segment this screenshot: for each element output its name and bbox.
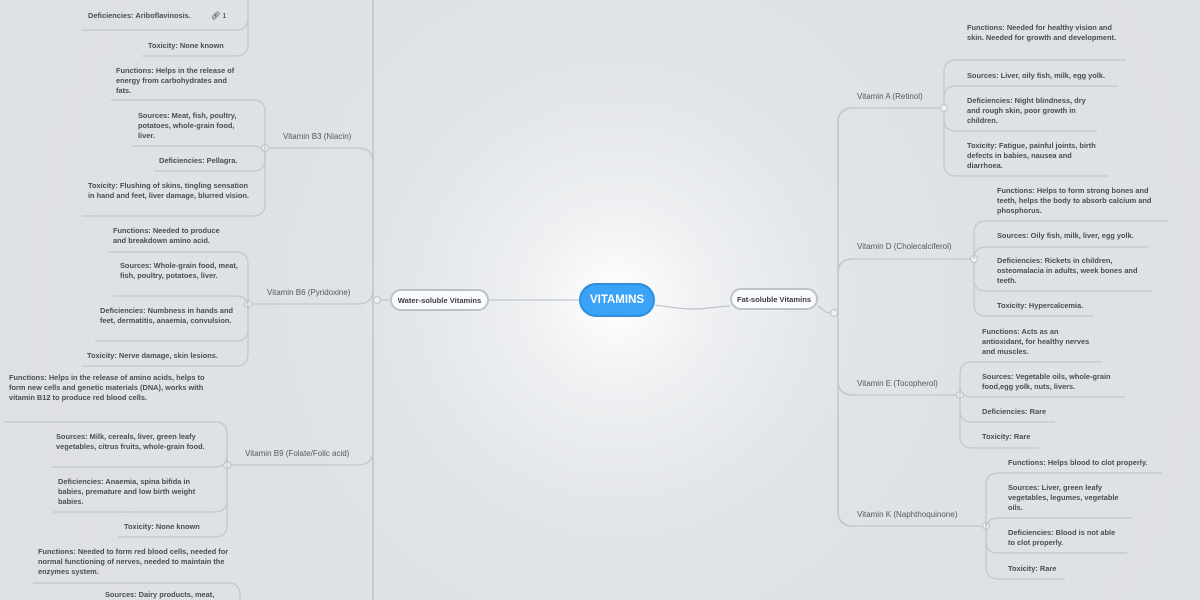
leaf-connector	[118, 468, 228, 538]
branch-label[interactable]: Vitamin B9 (Folate/Folic acid)	[245, 449, 350, 458]
leaf-note[interactable]: Toxicity: None known	[148, 41, 224, 50]
leaf-note[interactable]: Deficiencies: Night blindness, dry and r…	[967, 96, 1086, 125]
leaf-note[interactable]: Functions: Needed to produce and breakdo…	[113, 226, 220, 245]
fat-soluble-label: Fat-soluble Vitamins	[736, 294, 812, 304]
leaf-note[interactable]: Toxicity: Rare	[1008, 564, 1057, 573]
water-soluble-collapse-handle[interactable]	[372, 295, 382, 305]
water-soluble-label: Water-soluble Vitamins	[397, 295, 482, 305]
leaf-note[interactable]: Sources: Liver, oily fish, milk, egg yol…	[967, 71, 1106, 80]
leaf-note[interactable]: Deficiencies: Rare	[982, 407, 1047, 416]
leaf-note[interactable]: Toxicity: Flushing of skins, tingling se…	[88, 181, 249, 200]
leaf-note[interactable]: Sources: Oily fish, milk, liver, egg yol…	[997, 231, 1134, 240]
leaf-note[interactable]: Functions: Helps in the release of energ…	[116, 66, 235, 95]
leaf-connector	[973, 220, 1167, 256]
branch-collapse-handle[interactable]	[939, 103, 949, 113]
root-to-fat	[654, 304, 731, 310]
leaf-note[interactable]: Sources: Dairy products, meat,	[105, 590, 215, 599]
leaf-note[interactable]: Toxicity: Nerve damage, skin lesions.	[87, 351, 218, 360]
leaf-connector	[142, 0, 249, 57]
leaf-note[interactable]: Sources: Vegetable oils, whole-grain foo…	[982, 372, 1111, 391]
leaf-note[interactable]: Functions: Acts as an antioxidant, for h…	[982, 327, 1090, 356]
branch-connector	[252, 288, 374, 305]
branch-connector	[231, 449, 374, 466]
leaf-connector	[108, 251, 249, 301]
branch-label[interactable]: Vitamin A (Retinol)	[857, 92, 923, 101]
leaf-connector	[51, 454, 228, 469]
branch-connector	[269, 147, 374, 164]
leaf-connector	[959, 384, 1125, 399]
leaf-note[interactable]: Functions: Helps blood to clot properly.	[1008, 458, 1148, 467]
leaf-connector	[33, 582, 241, 600]
root-node[interactable]: VITAMINS	[579, 283, 655, 317]
leaf-connector	[82, 307, 249, 367]
branch-label[interactable]: Vitamin D (Cholecalciferol)	[857, 242, 952, 251]
branch-label[interactable]: Vitamin B6 (Pyridoxine)	[267, 288, 351, 297]
leaf-connector	[943, 59, 1126, 105]
branch-label[interactable]: Vitamin K (Naphthoquinone)	[857, 510, 958, 519]
leaf-note[interactable]: Deficiencies: Blood is not able to clot …	[1008, 528, 1116, 547]
leaf-note[interactable]: Sources: Milk, cereals, liver, green lea…	[56, 432, 205, 451]
leaf-connector	[4, 421, 228, 462]
root-label: VITAMINS	[589, 294, 645, 306]
right-trunk	[837, 107, 854, 527]
leaf-note[interactable]: Toxicity: Rare	[982, 432, 1031, 441]
leaf-note[interactable]: Toxicity: Hypercalcemia.	[997, 301, 1084, 310]
leaf-connector	[973, 246, 1148, 260]
fat-soluble-collapse-handle[interactable]	[829, 308, 839, 318]
leaf-connector	[959, 398, 1039, 449]
leaf-note[interactable]: Functions: Needed to form red blood cell…	[38, 547, 229, 576]
leaf-note[interactable]: Functions: Helps in the release of amino…	[9, 373, 205, 402]
leaf-note[interactable]: Deficiencies: Rickets in children, osteo…	[997, 256, 1138, 285]
leaf-note[interactable]: Toxicity: None known	[124, 522, 200, 531]
leaf-connector	[985, 472, 1162, 523]
leaf-note[interactable]: Deficiencies: Ariboflavinosis.🔗︎ 1	[88, 11, 227, 20]
fat-soluble-node[interactable]: Fat-soluble Vitamins	[730, 288, 818, 310]
leaf-connector	[943, 85, 1118, 105]
leaf-note[interactable]: Sources: Meat, fish, poultry, potatoes, …	[138, 111, 237, 140]
leaf-connector	[82, 151, 266, 217]
branch-label[interactable]: Vitamin E (Tocopherol)	[857, 379, 938, 388]
leaf-note[interactable]: Deficiencies: Anaemia, spina bifida in b…	[58, 477, 196, 506]
leaf-note[interactable]: Functions: Helps to form strong bones an…	[997, 186, 1152, 215]
leaf-note[interactable]: Deficiencies: Pellagra.	[159, 156, 238, 165]
leaf-connector	[111, 99, 266, 145]
leaf-note[interactable]: Sources: Whole-grain food, meat, fish, p…	[120, 261, 238, 280]
leaf-connector	[973, 262, 1093, 317]
leaf-note[interactable]: Functions: Needed for healthy vision and…	[967, 23, 1117, 42]
leaf-connector	[985, 529, 1065, 580]
leaf-note[interactable]: Toxicity: Fatigue, painful joints, birth…	[967, 141, 1096, 170]
leaf-note[interactable]: Deficiencies: Numbness in hands and feet…	[100, 306, 234, 325]
link-count: 1	[222, 11, 227, 20]
branch-label[interactable]: Vitamin B3 (Niacin)	[283, 132, 352, 141]
water-soluble-node[interactable]: Water-soluble Vitamins	[390, 289, 489, 311]
leaf-connector	[959, 361, 1102, 392]
leaf-connector	[943, 111, 1108, 177]
link-icon[interactable]: 🔗︎ 1	[210, 11, 227, 20]
leaf-note[interactable]: Sources: Liver, green leafy vegetables, …	[1008, 483, 1119, 512]
